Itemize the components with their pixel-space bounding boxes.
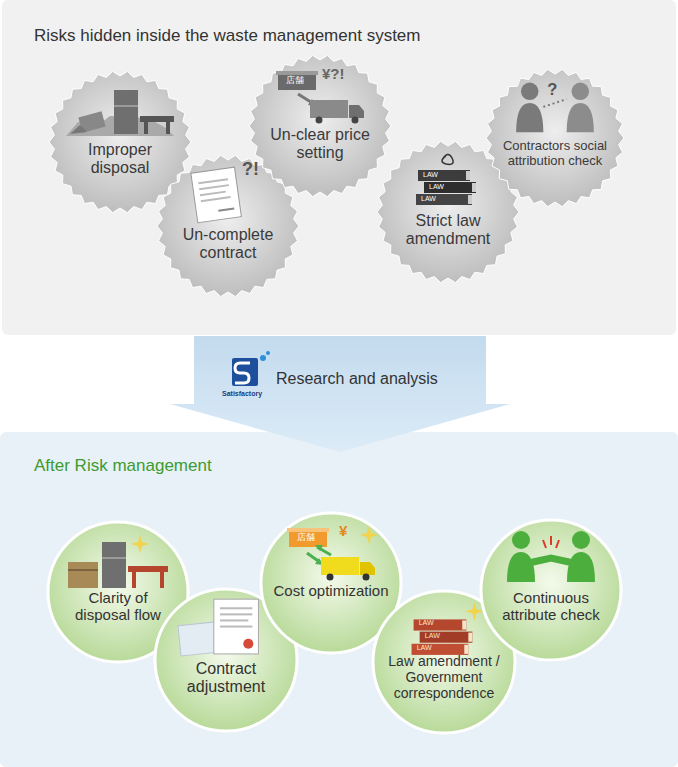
circle-label: Continuous attribute check xyxy=(493,589,608,624)
circle-label: Contractors social attribution check xyxy=(496,139,615,169)
icon-label-holder: Satisfactory xyxy=(222,390,262,397)
circle-text-holder: Continuous attribute check xyxy=(493,589,608,624)
icon-label-holder: 店舗 xyxy=(297,533,315,542)
circle-label: Clarity of disposal flow xyxy=(60,589,175,624)
icon-label-holder: 店舗 xyxy=(286,76,304,85)
circle-label: Law amendment / Government correspondenc… xyxy=(382,653,506,701)
circle-label: Cost optimization xyxy=(273,582,388,599)
arrow-label: Research and analysis xyxy=(276,370,438,388)
circle-text-holder: Improper disposal xyxy=(62,141,177,178)
panel-title-holder: After Risk management xyxy=(34,456,212,476)
circle-text-holder: Law amendment / Government correspondenc… xyxy=(382,653,506,701)
icon-label-holder: LAW xyxy=(423,171,438,178)
logo-text: Satisfactory xyxy=(222,390,262,397)
circle-label: Improper disposal xyxy=(62,141,177,178)
circle-label: Un-complete contract xyxy=(170,226,285,263)
panel-title: Risks hidden inside the waste management… xyxy=(34,26,420,46)
icon-label-holder: LAW xyxy=(417,645,432,652)
icon-text: LAW xyxy=(417,645,432,652)
icon-text: LAW xyxy=(421,195,436,202)
icon-text: ¥?! xyxy=(322,66,345,81)
icon-label-holder: ? xyxy=(547,82,557,99)
circle-text-holder: Contract adjustment xyxy=(168,660,285,697)
icon-label-holder: LAW xyxy=(421,195,436,202)
icon-text: LAW xyxy=(425,633,440,640)
icon-text: 店舗 xyxy=(286,76,304,85)
icon-text: LAW xyxy=(419,620,434,627)
circle-label: Un-clear price setting xyxy=(262,126,377,163)
circle-text-holder: Contractors social attribution check xyxy=(496,139,615,169)
arrow-text-holder: Research and analysis xyxy=(276,370,438,388)
risk-badge: Un-clear price setting 店舗 ¥?! xyxy=(248,54,392,198)
panel-title-holder: Risks hidden inside the waste management… xyxy=(34,26,420,46)
icon-text: ? xyxy=(547,82,557,99)
circle-label: Contract adjustment xyxy=(168,660,285,697)
circle-label: Strict law amendment xyxy=(390,212,505,249)
icon-text: 店舗 xyxy=(297,533,315,542)
icon-label-holder: LAW xyxy=(419,620,434,627)
icon-label-holder: ¥ xyxy=(339,523,347,538)
icon-text: LAW xyxy=(423,171,438,178)
panel-title: After Risk management xyxy=(34,456,212,476)
icon-text: LAW xyxy=(429,183,444,190)
icon-label-holder: LAW xyxy=(429,183,444,190)
icon-text: ¥ xyxy=(339,523,347,538)
circle-text-holder: Clarity of disposal flow xyxy=(60,589,175,624)
risk-badge: Contractors social attribution check? xyxy=(485,68,625,208)
risk-panel: Risks hidden inside the waste management… xyxy=(2,0,676,335)
circle-text-holder: Un-clear price setting xyxy=(262,126,377,163)
result-panel: After Risk managementClarity of disposal… xyxy=(0,432,678,767)
circle-text-holder: Un-complete contract xyxy=(170,226,285,263)
analysis-arrow: Research and analysisSatisfactory xyxy=(170,336,510,452)
circle-text-holder: Cost optimization xyxy=(273,582,388,599)
icon-label-holder: ¥?! xyxy=(322,66,345,81)
icon-label-holder: ?! xyxy=(242,160,259,178)
icon-text: ?! xyxy=(242,160,259,178)
arrow-shape xyxy=(170,336,510,452)
result-circle: Continuous attribute check xyxy=(479,518,623,662)
icon-label-holder: LAW xyxy=(425,633,440,640)
circle-text-holder: Strict law amendment xyxy=(390,212,505,249)
